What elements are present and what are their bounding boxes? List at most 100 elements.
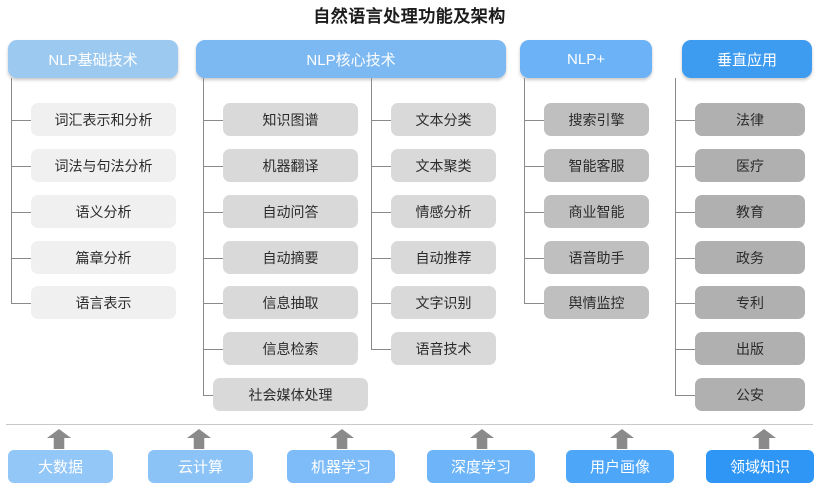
connector-trunk-nlp-basic — [11, 78, 12, 303]
leaf-label: 信息抽取 — [262, 294, 319, 311]
leaf-label: 语言表示 — [75, 294, 132, 311]
connector-branch — [11, 303, 31, 304]
leaf-label: 自动推荐 — [415, 249, 472, 266]
leaf-nlp-basic[interactable]: 词汇表示和分析 — [31, 103, 176, 136]
header-nlp-core[interactable]: NLP核心技术 — [196, 40, 506, 78]
connector-branch — [203, 349, 223, 350]
leaf-label: 信息检索 — [262, 340, 319, 357]
connector-branch — [203, 258, 223, 259]
connector-branch — [524, 258, 544, 259]
foundation-item-machine-learning[interactable]: 机器学习 — [287, 450, 395, 483]
connector-branch — [371, 120, 391, 121]
connector-branch — [675, 166, 695, 167]
header-vertical-app[interactable]: 垂直应用 — [682, 40, 812, 78]
leaf-label: 公安 — [736, 386, 764, 403]
header-label: NLP基础技术 — [48, 51, 138, 69]
leaf-vertical-app[interactable]: 政务 — [695, 241, 805, 274]
leaf-nlp-core[interactable]: 信息检索 — [223, 332, 358, 365]
leaf-nlp-core[interactable]: 情感分析 — [391, 195, 496, 228]
connector-branch — [371, 349, 391, 350]
connector-trunk-nlp-core-b — [371, 78, 372, 349]
leaf-nlp-plus[interactable]: 搜索引擎 — [544, 103, 649, 136]
up-arrow-icon — [470, 429, 494, 449]
leaf-nlp-core[interactable]: 自动推荐 — [391, 241, 496, 274]
leaf-label: 搜索引擎 — [568, 111, 625, 128]
watermark-text — [600, 472, 819, 486]
header-nlp-basic[interactable]: NLP基础技术 — [8, 40, 178, 78]
header-nlp-plus[interactable]: NLP+ — [520, 40, 652, 78]
leaf-label: 机器翻译 — [262, 157, 319, 174]
foundation-label: 领域知识 — [729, 459, 790, 476]
leaf-nlp-core[interactable]: 语音技术 — [391, 332, 496, 365]
connector-trunk-vertical-app — [675, 78, 676, 395]
connector-branch — [675, 258, 695, 259]
connector-branch — [524, 166, 544, 167]
leaf-nlp-basic[interactable]: 语义分析 — [31, 195, 176, 228]
leaf-nlp-plus[interactable]: 商业智能 — [544, 195, 649, 228]
leaf-label: 社会媒体处理 — [248, 386, 333, 403]
leaf-nlp-core[interactable]: 文字识别 — [391, 286, 496, 319]
leaf-label: 情感分析 — [415, 203, 472, 220]
leaf-nlp-core[interactable]: 自动摘要 — [223, 241, 358, 274]
header-label: NLP核心技术 — [306, 51, 396, 69]
leaf-vertical-app[interactable]: 公安 — [695, 378, 805, 411]
leaf-vertical-app[interactable]: 医疗 — [695, 149, 805, 182]
connector-branch — [524, 212, 544, 213]
leaf-nlp-core[interactable]: 信息抽取 — [223, 286, 358, 319]
leaf-label: 政务 — [736, 249, 764, 266]
leaf-label: 文本分类 — [415, 111, 472, 128]
leaf-label: 词法与句法分析 — [54, 157, 153, 174]
up-arrow-icon — [610, 429, 634, 449]
leaf-label: 出版 — [736, 340, 764, 357]
leaf-nlp-core[interactable]: 文本聚类 — [391, 149, 496, 182]
foundation-item-domain-knowledge[interactable]: 领域知识 — [706, 450, 814, 483]
connector-branch — [11, 166, 31, 167]
leaf-label: 商业智能 — [568, 203, 625, 220]
foundation-item-user-profile[interactable]: 用户画像 — [566, 450, 674, 483]
connector-branch — [11, 120, 31, 121]
leaf-label: 专利 — [736, 294, 764, 311]
connector-branch — [11, 258, 31, 259]
leaf-label: 词汇表示和分析 — [54, 111, 153, 128]
foundation-item-deep-learning[interactable]: 深度学习 — [427, 450, 535, 483]
connector-branch — [11, 212, 31, 213]
leaf-label: 文本聚类 — [415, 157, 472, 174]
page-title: 自然语言处理功能及架构 — [313, 7, 506, 26]
leaf-vertical-app[interactable]: 法律 — [695, 103, 805, 136]
leaf-vertical-app[interactable]: 专利 — [695, 286, 805, 319]
up-arrow-icon — [187, 429, 211, 449]
connector-branch — [371, 258, 391, 259]
leaf-nlp-plus[interactable]: 舆情监控 — [544, 286, 649, 319]
leaf-label: 自动摘要 — [262, 249, 319, 266]
leaf-nlp-plus[interactable]: 语音助手 — [544, 241, 649, 274]
connector-branch — [203, 166, 223, 167]
leaf-nlp-basic[interactable]: 篇章分析 — [31, 241, 176, 274]
connector-branch — [203, 120, 223, 121]
leaf-nlp-core[interactable]: 自动问答 — [223, 195, 358, 228]
up-arrow-icon — [330, 429, 354, 449]
connector-trunk-nlp-plus — [524, 78, 525, 303]
baseline-divider — [6, 424, 813, 425]
foundation-label: 大数据 — [37, 459, 83, 476]
leaf-nlp-basic[interactable]: 词法与句法分析 — [31, 149, 176, 182]
leaf-label: 语义分析 — [75, 203, 132, 220]
leaf-nlp-core[interactable]: 社会媒体处理 — [213, 378, 368, 411]
leaf-label: 篇章分析 — [75, 249, 132, 266]
leaf-nlp-core[interactable]: 知识图谱 — [223, 103, 358, 136]
connector-branch — [371, 303, 391, 304]
leaf-vertical-app[interactable]: 出版 — [695, 332, 805, 365]
foundation-item-cloud-computing[interactable]: 云计算 — [148, 450, 253, 483]
leaf-nlp-basic[interactable]: 语言表示 — [31, 286, 176, 319]
leaf-label: 知识图谱 — [262, 111, 319, 128]
connector-branch — [675, 303, 695, 304]
connector-branch — [675, 349, 695, 350]
up-arrow-icon — [752, 429, 776, 449]
leaf-nlp-core[interactable]: 文本分类 — [391, 103, 496, 136]
leaf-nlp-core[interactable]: 机器翻译 — [223, 149, 358, 182]
foundation-item-big-data[interactable]: 大数据 — [8, 450, 113, 483]
foundation-label: 机器学习 — [310, 459, 371, 476]
leaf-vertical-app[interactable]: 教育 — [695, 195, 805, 228]
leaf-nlp-plus[interactable]: 智能客服 — [544, 149, 649, 182]
foundation-label: 用户画像 — [589, 459, 650, 476]
